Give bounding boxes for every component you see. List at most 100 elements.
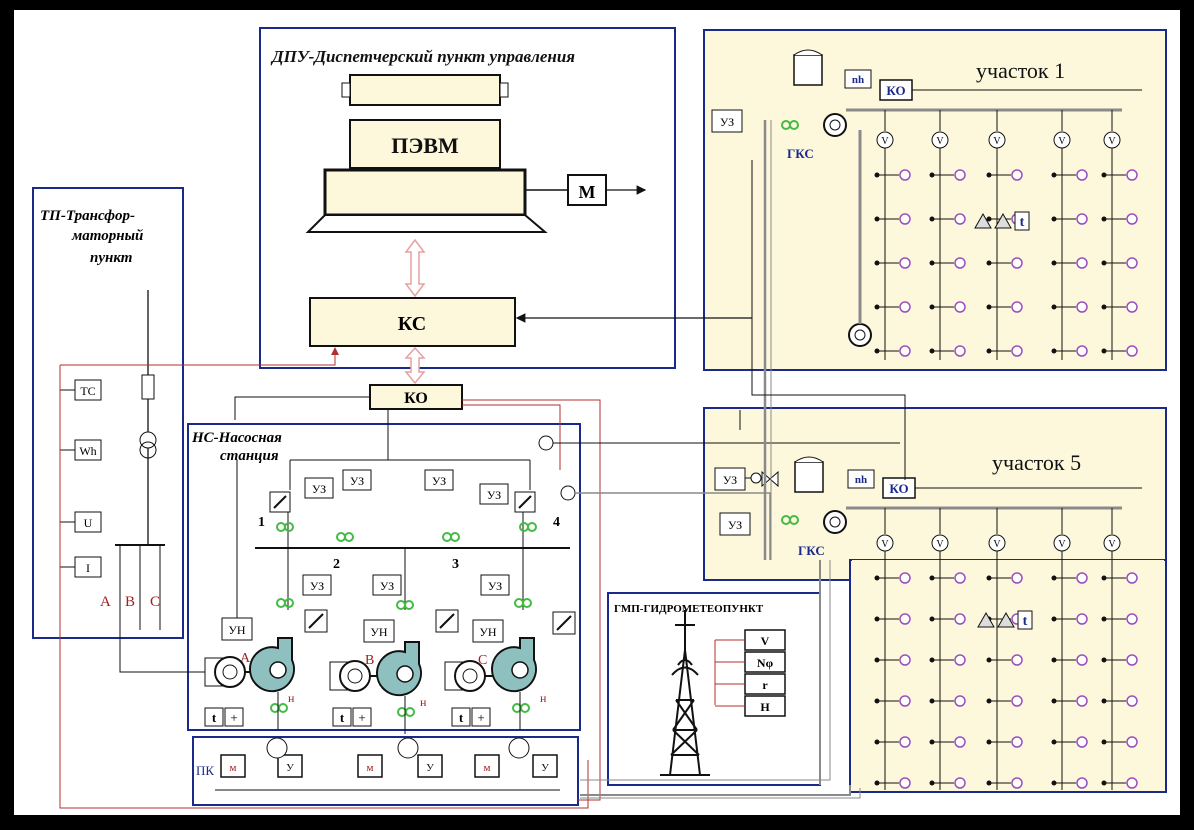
dpu-panel: ДПУ-Диспетчерский пункт управления ПЭВМ … [259,27,676,369]
phase-c-label: C [150,594,160,610]
svg-text:V: V [761,634,770,648]
meter-tc-label: TC [80,384,95,398]
site1-title: участок 1 [976,58,1065,83]
monitor-icon [323,168,527,217]
sprinkler-icon [1126,213,1138,225]
svg-text:t: t [1023,614,1028,629]
svg-text:м: м [367,762,374,774]
svg-text:н: н [540,691,547,705]
svg-text:н: н [420,695,427,709]
sprinkler-icon [954,695,966,707]
pump-unit-c [444,637,537,730]
pk-item-1: м [220,754,246,778]
ns-title-line1: НС-Насосная [191,430,282,446]
valve-number-1: 1 [258,515,265,530]
sprinkler-icon [1126,613,1138,625]
uz-box [719,512,751,536]
sprinkler-icon [899,169,911,181]
sprinkler-icon [1011,169,1023,181]
pk-gauge-icon [397,737,419,759]
printer-roll-right [499,82,509,98]
ks-label: КС [398,313,426,335]
sprinkler-icon [1011,654,1023,666]
modem-label: М [579,182,596,202]
svg-text:У: У [541,762,549,774]
gmp-frame [607,592,821,786]
sprinkler-icon [1126,572,1138,584]
sprinkler-icon [1076,695,1088,707]
sprinkler-icon [954,301,966,313]
modem-box [567,174,607,206]
gmp-sensor-1: V [715,629,786,651]
site5-frame-bottom [849,559,1167,793]
svg-text:У: У [286,762,294,774]
sprinkler-icon [899,736,911,748]
svg-text:t: t [212,710,217,725]
sprinkler-icon [1126,169,1138,181]
svg-text:H: H [760,700,770,714]
sprinkler-icon [899,301,911,313]
svg-text:УЗ: УЗ [720,115,734,129]
gmp-title: ГМП-ГИДРОМЕТЕОПУНКТ [614,603,764,615]
gmp-sensor-3: r [715,673,786,695]
sprinkler-icon [1011,695,1023,707]
svg-text:КО: КО [886,83,905,98]
sprinkler-icon [899,695,911,707]
un-box [363,619,395,643]
svg-text:КО: КО [889,481,908,496]
tp-title-line3: пункт [90,250,132,266]
sprinkler-icon [954,345,966,357]
svg-text:У: У [426,762,434,774]
svg-text:УН: УН [228,623,245,637]
sprinkler-icon [899,654,911,666]
phase-b-label: B [125,594,135,610]
pump-units [204,522,537,734]
sprinkler-icon [899,345,911,357]
svg-text:УЗ: УЗ [380,579,394,593]
pk-gauge-icon [508,737,530,759]
pump-c-letter: C [478,653,487,668]
sprinkler-icon [1011,777,1023,789]
flow-sensor-icon [538,435,554,451]
sprinkler-icon [1076,654,1088,666]
svg-text:t: t [459,710,464,725]
svg-text:V: V [1058,539,1066,550]
pk-item-2: У [277,754,303,778]
sprinkler-icon [1076,572,1088,584]
svg-text:УЗ: УЗ [488,579,502,593]
sprinkler-icon [954,736,966,748]
svg-text:УЗ: УЗ [723,473,737,487]
sprinkler-icon [1076,301,1088,313]
gmp-sensor-4: H [715,695,786,717]
fuse-icon [141,374,155,400]
meter-wh-label: Wh [79,444,96,458]
gmp-sensor-2: Nφ [715,651,786,673]
pk-label: ПК [196,763,214,778]
ks-box [309,297,516,347]
svg-text:V: V [993,539,1001,550]
svg-text:V: V [1108,539,1116,550]
svg-text:V: V [1058,136,1066,147]
pk-item-4: У [417,754,443,778]
sprinkler-icon [1076,613,1088,625]
sensor-icon [997,611,1015,628]
svg-text:+: + [477,710,484,725]
pump-unit-b [329,641,422,734]
svg-text:V: V [1108,136,1116,147]
sprinkler-icon [1076,169,1088,181]
ns-ko-box [369,384,463,410]
gmp-panel: ГМП-ГИДРОМЕТЕОПУНКТ [607,592,821,786]
sensor-icon [994,212,1012,229]
meter-i-label: I [86,561,90,575]
sprinkler-icon [1076,736,1088,748]
svg-text:УЗ: УЗ [312,482,326,496]
valve-number-2: 2 [333,557,340,572]
site1-frame [703,29,1167,371]
svg-text:t: t [1020,215,1025,230]
un-box [472,619,504,643]
water-tank-icon [793,54,823,86]
